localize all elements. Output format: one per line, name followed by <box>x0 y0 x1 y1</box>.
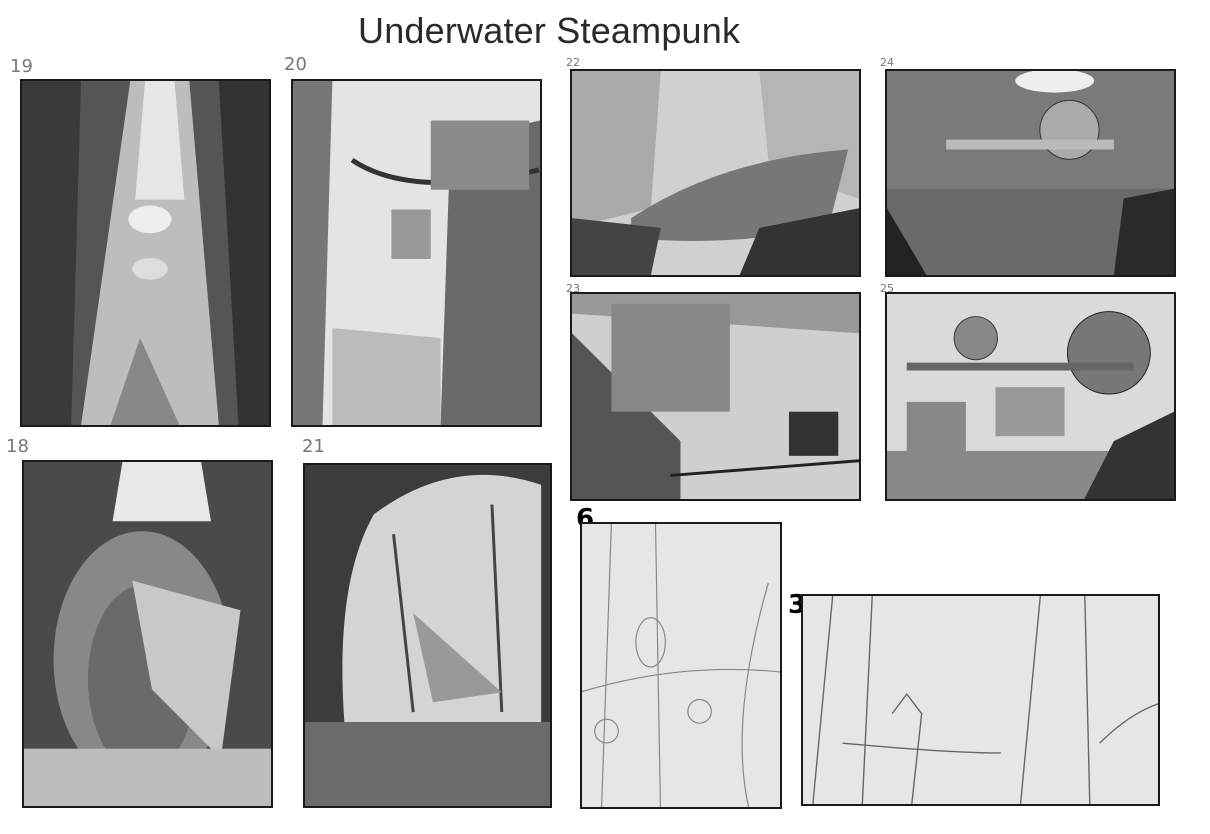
sketch-panel-25 <box>885 292 1176 501</box>
sketch-panel-22 <box>570 69 861 277</box>
page-title: Underwater Steampunk <box>358 10 741 51</box>
panel-label-24: 24 <box>880 56 894 69</box>
panel-label-23: 23 <box>566 282 580 295</box>
panel-label-18: 18 <box>6 436 29 457</box>
sketch-panel-18 <box>22 460 273 808</box>
panel-label-22: 22 <box>566 56 580 69</box>
panel-label-25: 25 <box>880 282 894 295</box>
panel-label-19: 19 <box>10 56 33 77</box>
panel-label-21: 21 <box>302 436 325 457</box>
sketch-panel-24 <box>885 69 1176 277</box>
panel-label-20: 20 <box>284 54 307 75</box>
sketch-panel-23 <box>570 292 861 501</box>
sketch-panel-3 <box>801 594 1160 806</box>
sketch-panel-19 <box>20 79 271 427</box>
sketch-panel-21 <box>303 463 552 808</box>
sketch-panel-20 <box>291 79 542 427</box>
sketch-panel-6 <box>580 522 782 809</box>
